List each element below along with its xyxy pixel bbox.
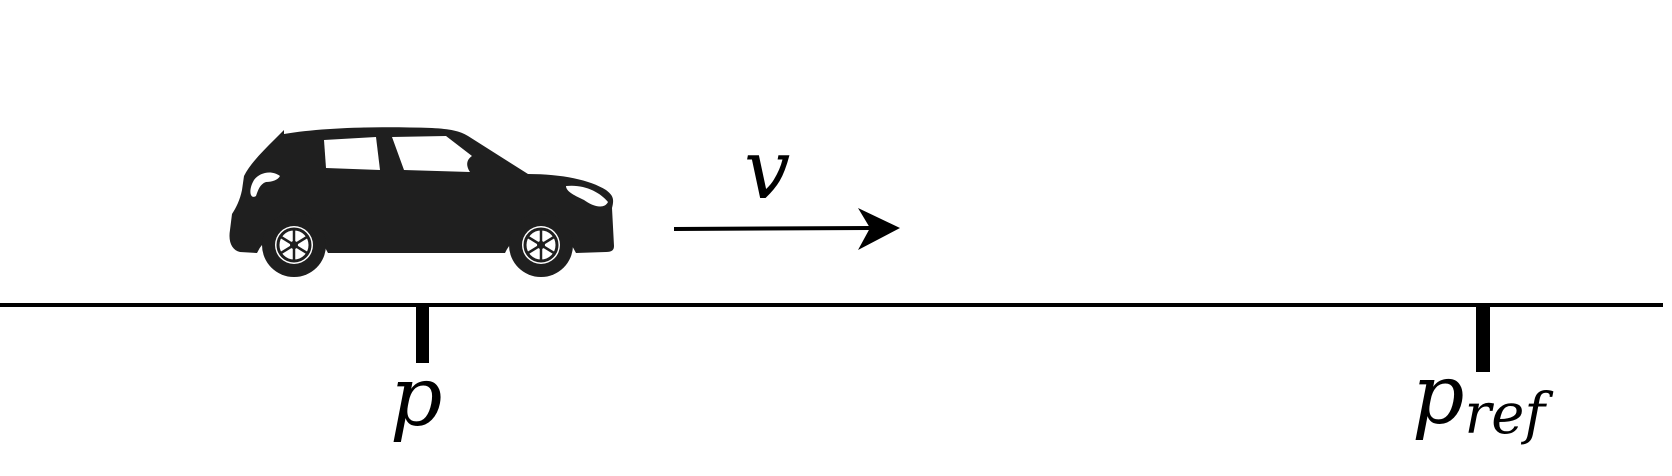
velocity-arrow-head xyxy=(858,208,900,250)
car-icon xyxy=(229,127,614,277)
car-window-rear xyxy=(392,136,472,172)
reference-tick xyxy=(1476,305,1490,372)
reference-label: pref xyxy=(1412,348,1554,447)
car-taillight xyxy=(250,172,280,197)
velocity-label: v xyxy=(744,123,790,218)
reference-label-subscript: ref xyxy=(1465,382,1555,447)
car-window-front xyxy=(324,137,380,170)
car-wheel-rear xyxy=(262,213,326,277)
car-wheel-front xyxy=(509,213,573,277)
reference-label-base: p xyxy=(1412,348,1465,443)
position-tick xyxy=(416,305,429,363)
arrow-right-icon xyxy=(673,208,900,250)
position-label: p xyxy=(390,350,443,445)
velocity-arrow-shaft xyxy=(673,226,871,231)
car-headlight xyxy=(566,185,608,207)
